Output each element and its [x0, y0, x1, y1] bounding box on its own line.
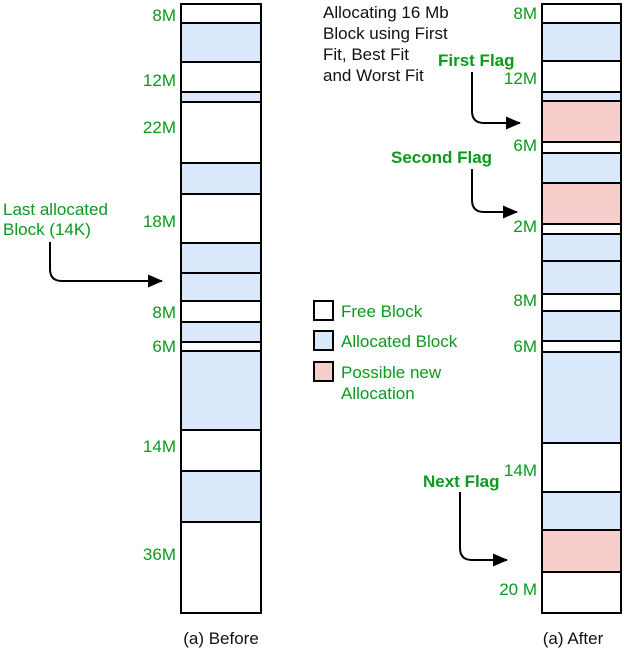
after-column [541, 3, 622, 614]
memory-block-allocated [180, 321, 262, 343]
memory-block-free [541, 60, 622, 93]
before-caption: (a) Before [183, 629, 259, 648]
block-size-label: 2M [513, 217, 537, 236]
block-size-label: 36M [142, 545, 176, 564]
memory-block-possible [541, 182, 622, 225]
memory-block-free [541, 3, 622, 24]
first-flag-label: First Flag [438, 51, 515, 70]
block-size-label: 12M [142, 71, 176, 90]
after-labels: 8M 12M 6M 2M 8M 6M 14M 20 M [499, 4, 537, 599]
memory-block-allocated [180, 350, 262, 431]
memory-block-allocated [180, 22, 262, 63]
block-size-label: 8M [152, 6, 176, 25]
block-size-label: 12M [503, 69, 537, 88]
memory-block-allocated [180, 242, 262, 274]
block-size-label: 14M [503, 461, 537, 480]
block-size-label: 18M [142, 212, 176, 231]
memory-block-allocated [541, 22, 622, 62]
block-size-label: 8M [513, 291, 537, 310]
after-caption: (a) After [542, 629, 604, 648]
memory-block-allocated [541, 152, 622, 184]
second-flag-label: Second Flag [391, 148, 493, 167]
legend-label-possible-allocation: Possible new Allocation [341, 363, 442, 403]
block-size-label: 14M [142, 437, 176, 456]
before-labels: 8M 12M 22M 18M 8M 6M 14M 36M [0, 0, 176, 650]
legend-label-free-block: Free Block [341, 302, 423, 321]
memory-block-free [541, 442, 622, 493]
next-flag-label: Next Flag [423, 472, 500, 491]
memory-block-allocated [541, 310, 622, 342]
legend-swatch-possible-allocation [313, 361, 334, 382]
diagram-description: Allocating 16 Mb Block using First Fit, … [323, 3, 449, 85]
memory-block-possible [541, 100, 622, 143]
memory-block-free [180, 521, 262, 614]
block-size-label: 22M [142, 118, 176, 137]
before-column [180, 3, 262, 614]
memory-block-free [180, 101, 262, 164]
memory-block-allocated [541, 233, 622, 262]
memory-block-allocated [541, 491, 622, 531]
memory-block-free [180, 3, 262, 24]
legend-swatch-allocated-block [313, 330, 334, 351]
legend-swatch-free-block [313, 300, 334, 321]
memory-block-free [180, 429, 262, 472]
memory-block-possible [541, 529, 622, 573]
legend-label-allocated-block: Allocated Block [341, 332, 458, 351]
memory-block-allocated [180, 162, 262, 195]
memory-block-allocated [541, 351, 622, 444]
last-allocated-note: Last allocated Block (14K) [3, 200, 108, 239]
memory-block-allocated [180, 272, 262, 302]
memory-block-free [541, 571, 622, 614]
block-size-label: 20 M [499, 580, 537, 599]
memory-block-free [180, 193, 262, 244]
memory-block-free [180, 300, 262, 323]
block-size-label: 6M [152, 337, 176, 356]
block-size-label: 8M [513, 4, 537, 23]
memory-block-allocated [180, 470, 262, 523]
memory-block-allocated [541, 260, 622, 295]
block-size-label: 8M [152, 303, 176, 322]
block-size-label: 6M [513, 136, 537, 155]
memory-block-free [180, 61, 262, 93]
block-size-label: 6M [513, 337, 537, 356]
